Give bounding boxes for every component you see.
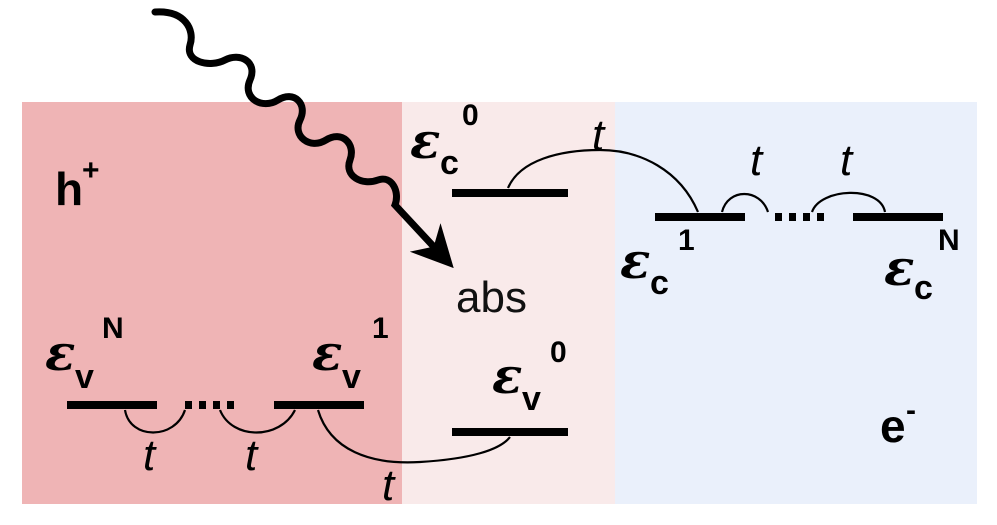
svg-text:N: N: [938, 224, 960, 257]
svg-text:v: v: [342, 358, 361, 396]
svg-text:1: 1: [678, 224, 695, 257]
hop-label-c1-dots: t: [750, 136, 764, 185]
svg-text:ε: ε: [45, 323, 75, 382]
svg-text:ε: ε: [410, 111, 440, 170]
svg-text:ε: ε: [492, 346, 522, 405]
hole-label: h +: [55, 154, 100, 215]
svg-text:0: 0: [550, 336, 567, 369]
svg-text:N: N: [102, 312, 124, 345]
label-eps-c0: ε c 0: [410, 99, 479, 182]
svg-text:h: h: [55, 163, 83, 215]
svg-text:ε: ε: [620, 231, 650, 290]
label-eps-v0: ε v 0: [492, 336, 567, 418]
hop-label-vN-dots: t: [143, 431, 157, 480]
hop-label-dots-cN: t: [840, 136, 854, 185]
svg-text:v: v: [522, 380, 541, 418]
svg-text:0: 0: [462, 99, 479, 132]
hop-label-c0-c1: t: [592, 111, 606, 160]
hop-c0-c1: [506, 148, 700, 213]
hole-region: [22, 102, 402, 504]
hop-dots-cN: [810, 191, 887, 213]
svg-text:1: 1: [372, 312, 389, 345]
hop-label-dots-v1: t: [245, 431, 259, 480]
photon-wavy-arrow-icon: [151, 8, 454, 269]
svg-text:v: v: [75, 358, 94, 396]
absorber-region: [402, 102, 615, 504]
svg-text:e: e: [880, 400, 906, 452]
electron-region: [615, 102, 977, 504]
svg-text:c: c: [440, 144, 459, 182]
hop-v1-v0: [316, 409, 511, 464]
svg-text:+: +: [82, 154, 100, 187]
label-eps-c1: ε c 1: [620, 224, 695, 302]
hop-dots-v1: [218, 409, 296, 434]
label-eps-vN: ε v N: [45, 312, 124, 396]
label-eps-cN: ε c N: [884, 224, 960, 307]
hop-vN-dots: [123, 409, 187, 434]
svg-text:ε: ε: [312, 323, 342, 382]
label-eps-v1: ε v 1: [312, 312, 389, 396]
svg-text:-: -: [906, 394, 916, 427]
absorber-label: abs: [456, 273, 527, 322]
hop-c1-dots: [720, 192, 770, 213]
svg-text:c: c: [914, 269, 933, 307]
svg-text:ε: ε: [884, 238, 914, 297]
electron-label: e -: [880, 394, 916, 452]
svg-text:c: c: [650, 264, 669, 302]
hop-label-v1-v0: t: [382, 461, 396, 510]
